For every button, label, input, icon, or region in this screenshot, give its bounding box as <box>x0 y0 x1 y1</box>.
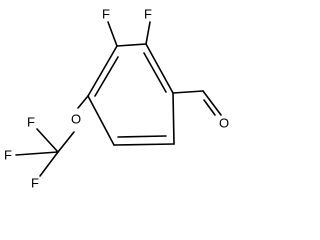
ring-bond-c1-c2 <box>145 43 174 94</box>
aldehyde-double-bond-outer <box>202 90 222 116</box>
ring-double-bond-inner-c5-c6 <box>117 135 167 138</box>
aldehyde-group <box>172 90 222 116</box>
bond-cf3-carbon-to-fluorine-left <box>15 151 59 156</box>
atom-label-cf3-fluorine-bottom: F <box>31 176 39 191</box>
trifluoromethoxy-group <box>15 95 89 177</box>
ring-bond-c5-c6 <box>113 143 175 146</box>
bond-c2-fluorine <box>145 21 151 45</box>
bond-ring-to-ether-oxygen <box>77 95 89 109</box>
atom-label-fluorine-top-left: F <box>102 7 110 22</box>
atom-label-cf3-fluorine-left: F <box>4 148 12 163</box>
bond-ring-to-aldehyde-carbon <box>172 90 204 94</box>
bond-c3-fluorine <box>107 21 118 47</box>
ring-bond-c3-c4 <box>87 45 118 97</box>
atom-label-aldehyde-oxygen: O <box>219 116 229 131</box>
ring-bond-c4-c5 <box>87 95 115 146</box>
atom-label-ether-oxygen: O <box>71 112 81 127</box>
atom-label-cf3-fluorine-top: F <box>27 115 35 130</box>
aldehyde-double-bond-inner <box>203 99 216 116</box>
atom-label-fluorine-top-right: F <box>144 7 152 22</box>
bond-ether-oxygen-to-cf3-carbon <box>57 131 75 153</box>
bond-cf3-carbon-to-fluorine-top <box>36 128 59 153</box>
ring-double-bond-inner-c1-c2 <box>143 52 167 93</box>
bond-cf3-carbon-to-fluorine-bottom <box>39 151 59 177</box>
ring-bond-c2-c3 <box>116 43 147 47</box>
chemical-structure-drawing: F F O O F F F <box>4 7 229 191</box>
benzene-ring <box>87 43 175 146</box>
ring-double-bond-inner-c3-c4 <box>94 56 119 97</box>
ring-bond-c6-c1 <box>172 92 175 145</box>
